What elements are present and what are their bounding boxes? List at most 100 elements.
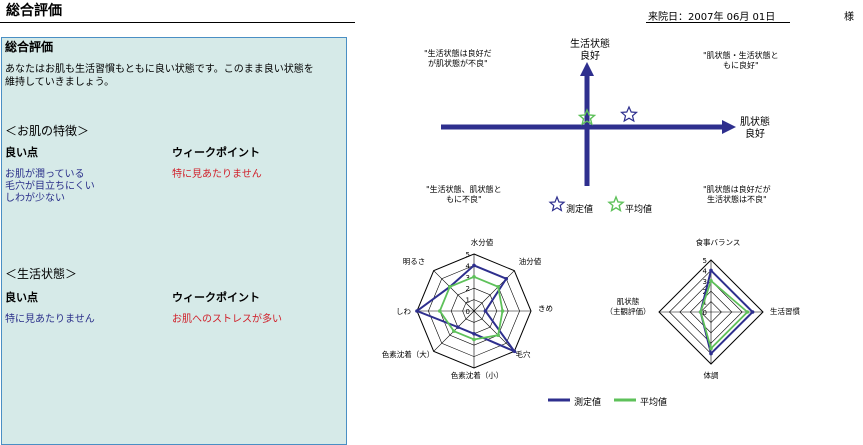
quadrant-top-right-label: "肌状態・生活状態と もに良好" bbox=[703, 51, 779, 71]
legend-measured-label-bottom: 測定値 bbox=[574, 398, 602, 408]
radar-axis-label: 水分値 bbox=[471, 237, 494, 247]
radar-point bbox=[483, 309, 488, 313]
legend-average-star bbox=[607, 195, 625, 212]
quadrant-bottom-left-label: "生活状態、肌状態と もに不良" bbox=[426, 185, 502, 205]
radar-scale-label: 2 bbox=[466, 285, 470, 293]
x-axis-label-line: 良好 bbox=[745, 129, 765, 140]
radar-scale-label: 5 bbox=[466, 251, 470, 259]
radar-point bbox=[709, 346, 713, 351]
life-section-heading: ＜生活状態＞ bbox=[5, 267, 78, 281]
skin-good-item: 毛穴が目立ちにくい bbox=[5, 181, 95, 192]
radar-axis-label: 明るさ bbox=[403, 257, 426, 266]
average-marker bbox=[577, 108, 597, 126]
quadrant-label-line: もに良好" bbox=[723, 61, 759, 70]
radar-scale-label: 3 bbox=[703, 278, 707, 286]
skin-good-item: しわが少ない bbox=[5, 193, 65, 204]
legend-measured-star bbox=[548, 195, 566, 212]
radar-point bbox=[496, 285, 500, 289]
radar-point bbox=[472, 332, 476, 336]
measured-marker bbox=[619, 105, 639, 123]
radar-series-polygon bbox=[699, 279, 749, 351]
radar-scale-label: 5 bbox=[703, 257, 707, 265]
radar-axis-label: きめ bbox=[538, 304, 553, 313]
radar-point bbox=[750, 310, 755, 314]
summary-heading: 総合評価 bbox=[5, 40, 54, 54]
visit-date: 来院日：2007年 06月 01日 bbox=[648, 12, 776, 23]
radar-spoke bbox=[473, 310, 515, 352]
title-underline bbox=[0, 22, 355, 23]
page-title: 総合評価 bbox=[6, 3, 62, 19]
radar-spoke bbox=[433, 270, 475, 312]
radar-point bbox=[709, 351, 713, 356]
quadrant-label-line: 生活状態は不良" bbox=[707, 195, 767, 204]
quadrant-label-line: "生活状態、肌状態と bbox=[426, 185, 502, 194]
radar-axis-label: 色素沈着（小） bbox=[451, 370, 504, 380]
summary-line-1: あなたはお肌も生活習慣もともに良い状態です。このまま良い状態を bbox=[5, 64, 314, 75]
summary-panel bbox=[1, 37, 347, 445]
radar-axis-label: （主観評価） bbox=[606, 306, 651, 316]
quadrant-label-line: "肌状態は良好だが bbox=[703, 185, 771, 194]
radar-scale-label: 4 bbox=[703, 267, 708, 275]
radar-point bbox=[472, 275, 476, 279]
skin-good-label: 良い点 bbox=[5, 146, 38, 159]
legend-measured-label: 測定値 bbox=[566, 205, 594, 215]
quadrant-top-left-label: "生活状態は良好だ が肌状態が不良" bbox=[424, 49, 492, 69]
radar-scale-label: 1 bbox=[466, 297, 470, 305]
radar-point bbox=[438, 309, 442, 313]
life-weak-item: お肌へのストレスが多い bbox=[172, 314, 282, 325]
radar-point bbox=[500, 309, 505, 313]
x-axis-label-line: 肌状態 bbox=[740, 117, 770, 128]
radar-point bbox=[698, 310, 703, 314]
radar-spoke bbox=[473, 270, 515, 312]
legend-average-label-bottom: 平均値 bbox=[640, 398, 668, 408]
radar-axis-label: 油分値 bbox=[519, 256, 542, 266]
skin-weak-item: 特に見あたりません bbox=[172, 169, 262, 180]
radar-axis-label: 毛穴 bbox=[516, 349, 531, 359]
quadrant-label-line: が肌状態が不良" bbox=[428, 59, 488, 68]
radar-axis-label: 体調 bbox=[704, 370, 719, 380]
y-axis-label: 生活状態 良好 bbox=[570, 39, 610, 63]
radar-point bbox=[456, 325, 460, 329]
radar-scale-label: 0 bbox=[703, 309, 707, 317]
radar-axis-label: 食事バランス bbox=[696, 237, 741, 247]
visit-date-underline bbox=[646, 22, 790, 23]
life-weak-label: ウィークポイント bbox=[172, 291, 260, 304]
x-axis-label: 肌状態 良好 bbox=[740, 117, 770, 141]
x-axis-arrowhead bbox=[722, 120, 736, 134]
honorific: 様 bbox=[844, 12, 854, 23]
radar-scale-label: 0 bbox=[466, 308, 470, 316]
radar-point bbox=[745, 310, 750, 314]
radar-axis-label: 色素沈着（大） bbox=[382, 349, 435, 359]
radar-point bbox=[452, 329, 456, 333]
quadrant-label-line: "生活状態は良好だ bbox=[424, 49, 492, 58]
y-axis-label-line: 生活状態 bbox=[570, 39, 610, 50]
radar-axis-label: 生活習慣 bbox=[770, 306, 800, 316]
radar-point bbox=[415, 309, 419, 313]
life-good-item: 特に見あたりません bbox=[5, 314, 95, 325]
summary-line-2: 維持していきましょう。 bbox=[5, 77, 115, 88]
legend-average-label: 平均値 bbox=[625, 205, 653, 215]
radar-point bbox=[709, 268, 713, 273]
radar-axis-label: 肌状態 bbox=[617, 296, 640, 306]
radar-scale-label: 1 bbox=[703, 299, 707, 307]
skin-weak-label: ウィークポイント bbox=[172, 146, 260, 159]
radar-axis-label: しわ bbox=[396, 307, 411, 316]
radar-point bbox=[496, 333, 500, 337]
radar-point bbox=[472, 337, 476, 342]
quadrant-bottom-right-label: "肌状態は良好だが 生活状態は不良" bbox=[703, 185, 771, 205]
quadrant-label-line: もに不良" bbox=[446, 195, 482, 204]
skin-good-item: お肌が潤っている bbox=[5, 169, 85, 180]
radar-scale-label: 4 bbox=[466, 262, 471, 270]
radar-point bbox=[504, 276, 509, 281]
radar-point bbox=[448, 285, 452, 289]
y-axis-label-line: 良好 bbox=[580, 51, 600, 62]
radar-point bbox=[709, 279, 713, 283]
radar-scale-label: 3 bbox=[466, 274, 470, 282]
life-good-label: 良い点 bbox=[5, 291, 38, 304]
quadrant-label-line: "肌状態・生活状態と bbox=[703, 51, 779, 60]
radar-point bbox=[512, 349, 517, 354]
y-axis-arrowhead bbox=[580, 62, 594, 76]
